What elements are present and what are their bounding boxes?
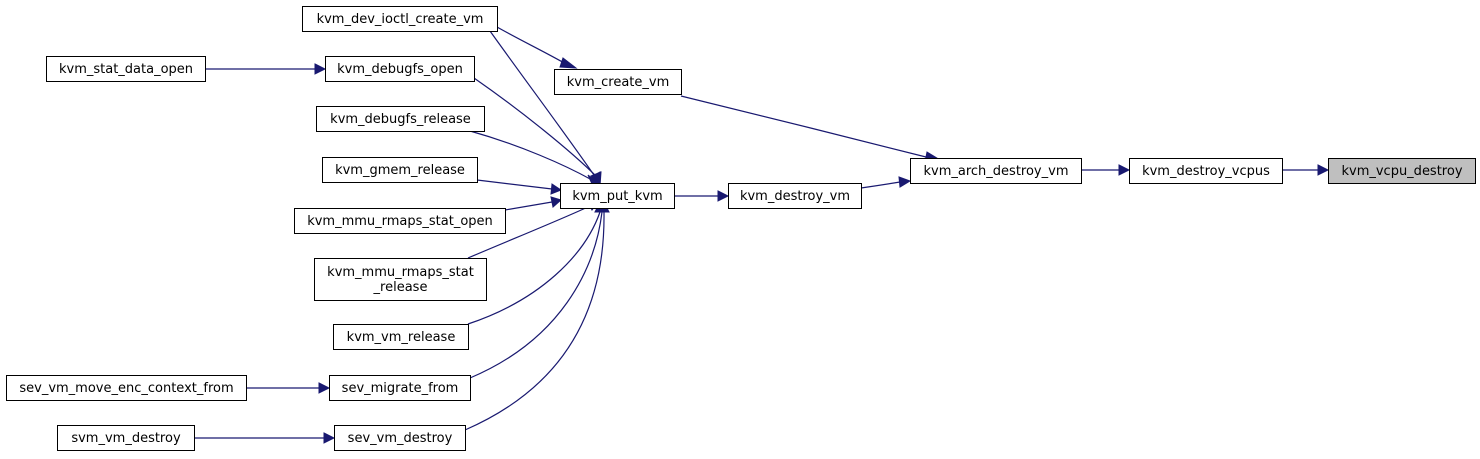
edge-line	[504, 201, 553, 211]
node-box[interactable]	[6, 375, 247, 401]
node-label: kvm_vcpu_destroy	[1341, 164, 1462, 179]
edge-line	[469, 130, 593, 181]
node-box[interactable]	[302, 6, 498, 32]
edge-kvm_create_vm-to-kvm_arch_destroy_vm	[680, 95, 942, 163]
node-box[interactable]	[333, 324, 469, 350]
node-svm-vm-destroy[interactable]: svm_vm_destroy	[57, 425, 195, 451]
node-box[interactable]	[329, 375, 471, 401]
node-label: kvm_gmem_release	[335, 163, 465, 178]
edge-kvm_debugfs_release-to-kvm_put_kvm	[469, 130, 600, 185]
edge-line	[496, 26, 567, 65]
node-box[interactable]	[1129, 158, 1283, 184]
edge-line	[473, 77, 599, 179]
edge-kvm_dev_ioctl_create_vm-to-kvm_create_vm	[496, 26, 578, 69]
node-label: kvm_dev_ioctl_create_vm	[317, 12, 484, 27]
node-label: sev_vm_move_enc_context_from	[19, 381, 233, 396]
node-box[interactable]	[57, 425, 195, 451]
node-kvm-dev-ioctl-create-vm[interactable]: kvm_dev_ioctl_create_vm	[302, 6, 498, 32]
node-label: _release	[373, 280, 428, 295]
node-kvm-create-vm[interactable]: kvm_create_vm	[554, 69, 682, 95]
node-box[interactable]	[728, 183, 862, 209]
node-kvm-gmem-release[interactable]: kvm_gmem_release	[322, 157, 478, 183]
arrowhead-icon	[559, 57, 578, 69]
node-kvm-stat-data-open[interactable]: kvm_stat_data_open	[46, 56, 206, 82]
node-sev-vm-move-enc-context-from[interactable]: sev_vm_move_enc_context_from	[6, 375, 247, 401]
edge-kvm_dev_ioctl_create_vm-to-kvm_put_kvm	[489, 30, 602, 188]
edge-kvm_put_kvm-to-kvm_destroy_vm	[674, 190, 730, 202]
node-box[interactable]	[560, 183, 675, 209]
edge-line	[464, 211, 605, 431]
node-kvm-vm-release[interactable]: kvm_vm_release	[333, 324, 469, 350]
node-kvm-vcpu-destroy[interactable]: kvm_vcpu_destroy	[1328, 158, 1476, 184]
arrowhead-icon	[717, 190, 730, 202]
node-box[interactable]	[314, 258, 487, 301]
node-box[interactable]	[325, 56, 475, 82]
edge-kvm_arch_destroy_vm-to-kvm_destroy_vcpus	[1081, 164, 1131, 176]
node-label: kvm_debugfs_open	[337, 62, 463, 77]
node-kvm-debugfs-open[interactable]: kvm_debugfs_open	[325, 56, 475, 82]
node-box[interactable]	[554, 69, 682, 95]
node-box[interactable]	[322, 157, 478, 183]
nodes-layer: kvm_vcpu_destroy kvm_destroy_vcpus kvm_arc…	[6, 6, 1476, 451]
node-box[interactable]	[294, 208, 506, 234]
edge-line	[467, 205, 591, 259]
arrowhead-icon	[550, 196, 563, 208]
node-box[interactable]	[334, 425, 466, 451]
node-label: kvm_mmu_rmaps_stat_open	[307, 214, 493, 229]
node-sev-migrate-from[interactable]: sev_migrate_from	[329, 375, 471, 401]
edge-line	[467, 211, 601, 325]
node-label: kvm_mmu_rmaps_stat	[327, 265, 474, 280]
arrowhead-icon	[1118, 164, 1131, 176]
arrowhead-icon	[898, 176, 912, 188]
node-label: sev_vm_destroy	[348, 431, 453, 446]
node-label: kvm_create_vm	[567, 75, 670, 90]
node-label: kvm_stat_data_open	[59, 62, 193, 77]
arrowhead-icon	[323, 432, 336, 444]
edge-sev_vm_move_enc_context_from-to-sev_migrate_from	[246, 382, 331, 394]
arrowhead-icon	[550, 183, 563, 195]
node-label: kvm_arch_destroy_vm	[924, 164, 1069, 179]
node-sev-vm-destroy[interactable]: sev_vm_destroy	[334, 425, 466, 451]
node-kvm-arch-destroy-vm[interactable]: kvm_arch_destroy_vm	[910, 158, 1082, 184]
edge-line	[680, 95, 931, 159]
arrowhead-icon	[314, 63, 327, 75]
node-label: sev_migrate_from	[342, 381, 459, 396]
edge-kvm_gmem_release-to-kvm_put_kvm	[476, 179, 563, 195]
arrowhead-icon	[1317, 164, 1330, 176]
edge-kvm_stat_data_open-to-kvm_debugfs_open	[205, 63, 327, 75]
node-box[interactable]	[46, 56, 206, 82]
node-label: kvm_vm_release	[347, 330, 456, 345]
node-label: kvm_destroy_vm	[740, 189, 850, 204]
edge-line	[476, 179, 553, 190]
node-label: kvm_put_kvm	[572, 189, 662, 204]
node-kvm-debugfs-release[interactable]: kvm_debugfs_release	[316, 106, 485, 132]
node-box[interactable]	[316, 106, 485, 132]
edge-kvm_mmu_rmaps_stat_open-to-kvm_put_kvm	[504, 196, 563, 211]
node-label: kvm_debugfs_release	[330, 112, 471, 127]
edge-line	[860, 181, 901, 189]
node-label: svm_vm_destroy	[71, 431, 181, 446]
node-kvm-mmu-rmaps-stat-release[interactable]: kvm_mmu_rmaps_stat_release	[314, 258, 487, 301]
edge-kvm_debugfs_open-to-kvm_put_kvm	[473, 77, 601, 187]
node-kvm-put-kvm[interactable]: kvm_put_kvm	[560, 183, 675, 209]
edge-sev_vm_destroy-to-kvm_put_kvm	[464, 200, 610, 431]
arrowhead-icon	[592, 171, 601, 187]
edge-svm_vm_destroy-to-sev_vm_destroy	[194, 432, 336, 444]
node-label: kvm_destroy_vcpus	[1142, 164, 1270, 179]
node-kvm-destroy-vcpus[interactable]: kvm_destroy_vcpus	[1129, 158, 1283, 184]
node-kvm-destroy-vm[interactable]: kvm_destroy_vm	[728, 183, 862, 209]
node-box[interactable]	[910, 158, 1082, 184]
edge-line	[469, 211, 603, 379]
edge-line	[489, 30, 597, 179]
edge-kvm_destroy_vm-to-kvm_arch_destroy_vm	[860, 176, 912, 189]
arrowhead-icon	[318, 382, 331, 394]
node-kvm-mmu-rmaps-stat-open[interactable]: kvm_mmu_rmaps_stat_open	[294, 208, 506, 234]
node-box[interactable]	[1328, 158, 1476, 184]
edge-kvm_destroy_vcpus-to-kvm_vcpu_destroy	[1282, 164, 1330, 176]
